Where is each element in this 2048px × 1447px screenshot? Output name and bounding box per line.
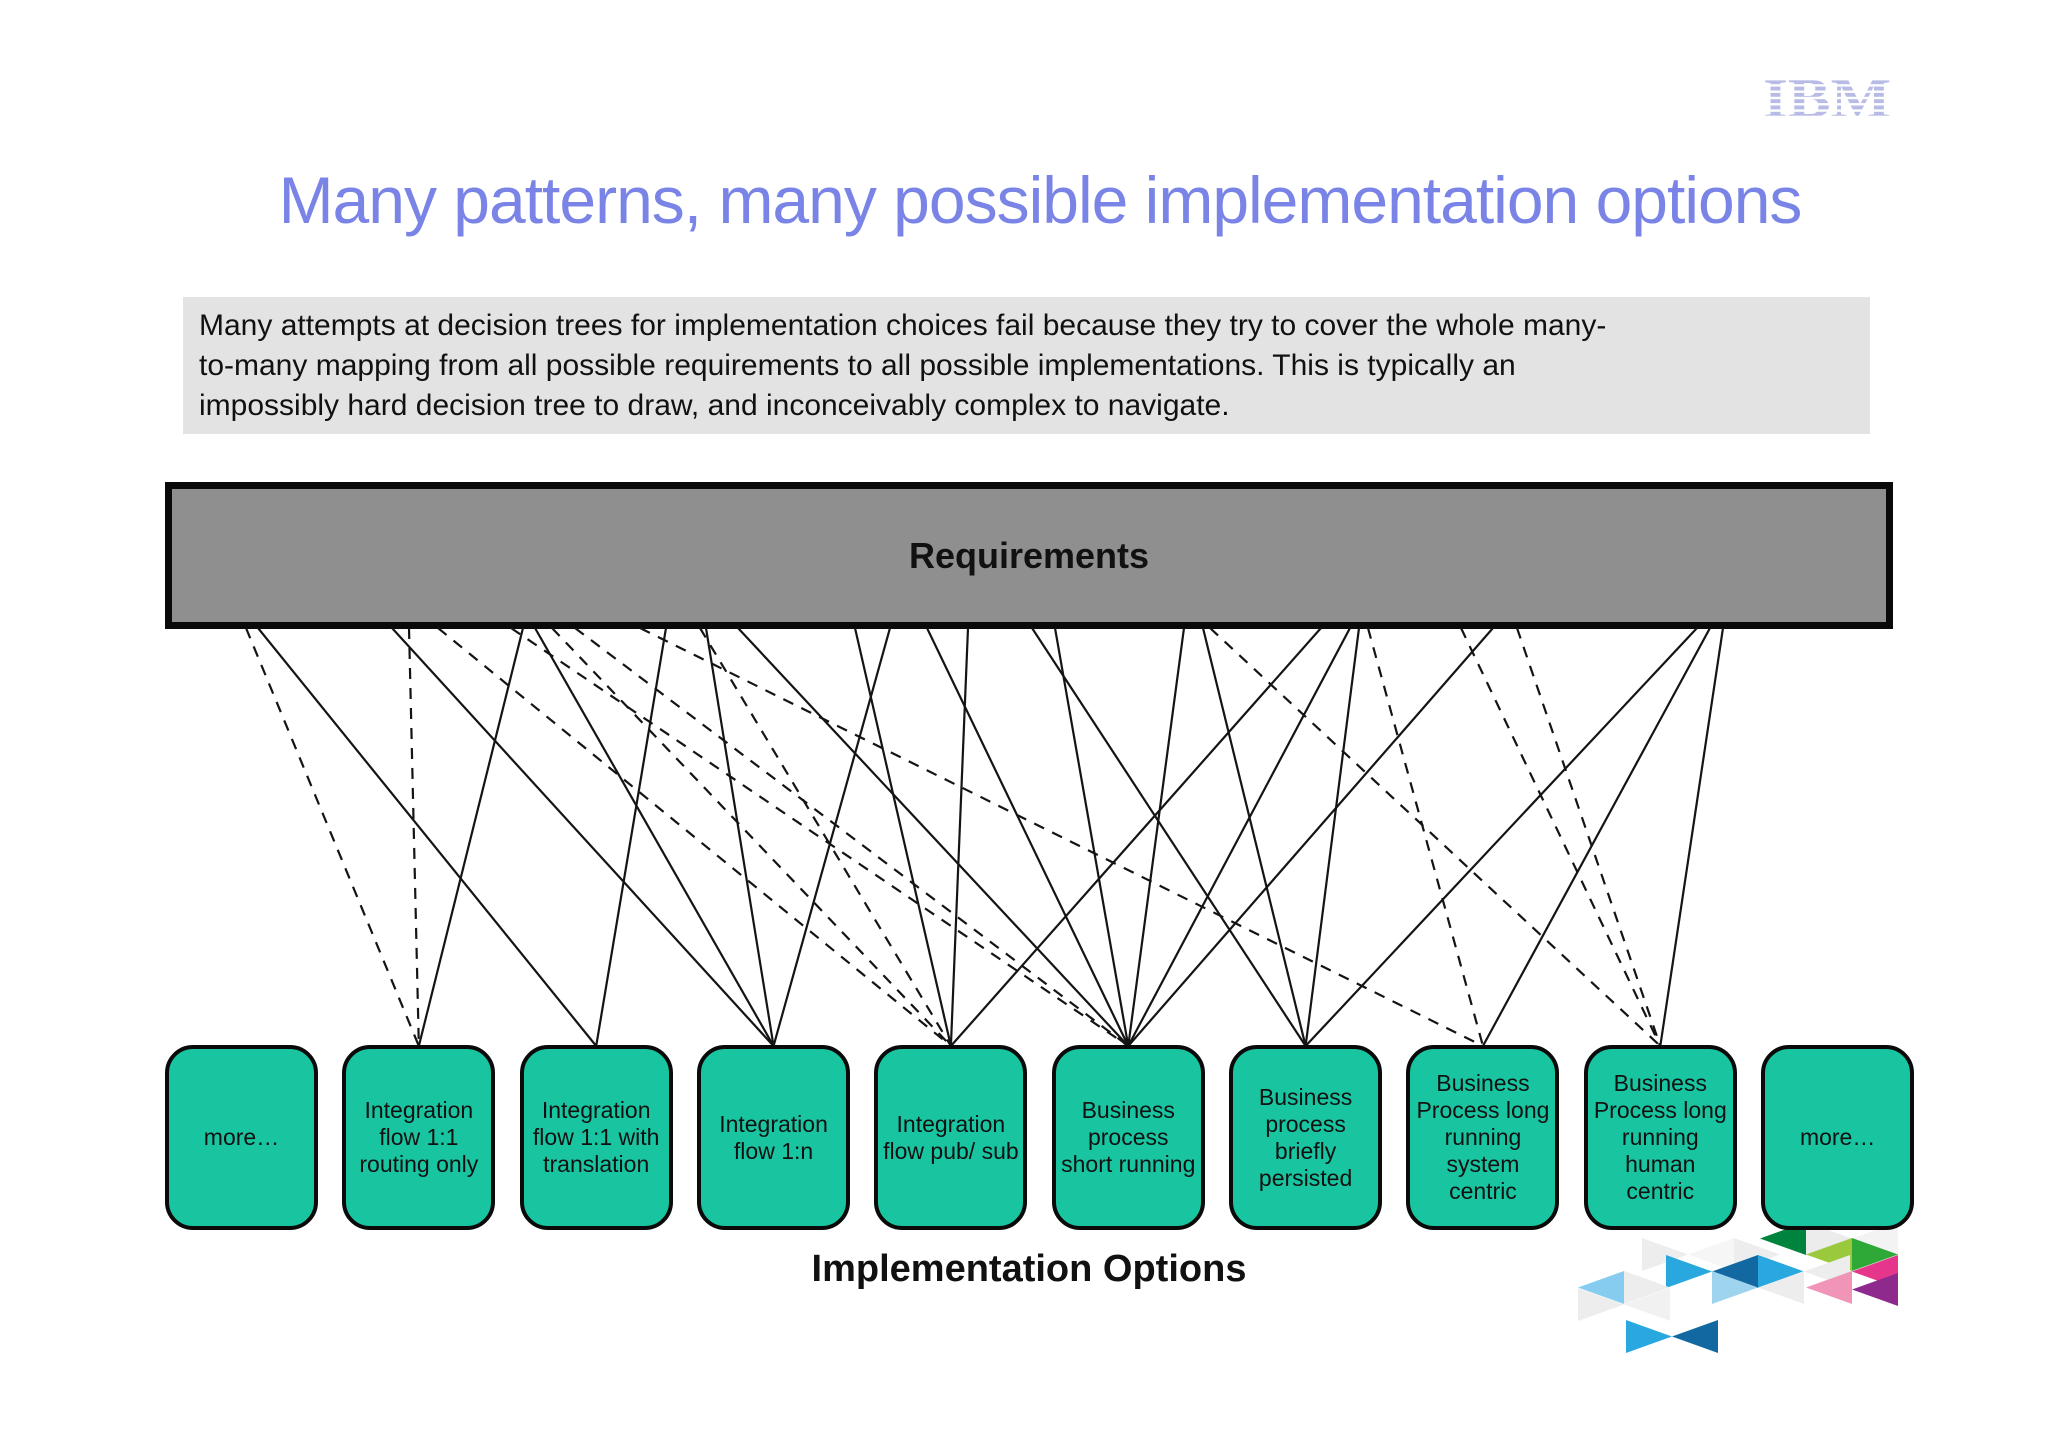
mapping-line-dashed xyxy=(574,627,1129,1047)
slide-title: Many patterns, many possible implementat… xyxy=(278,163,1803,237)
mapping-line-dashed xyxy=(437,627,952,1047)
requirements-box: Requirements xyxy=(165,482,1893,629)
mosaic-triangle xyxy=(1578,1288,1624,1321)
mapping-line-solid xyxy=(1127,627,1351,1047)
mapping-line-solid xyxy=(1304,627,1361,1047)
mapping-line-dashed xyxy=(639,627,1484,1047)
mapping-line-solid xyxy=(534,627,775,1047)
mosaic-triangle xyxy=(1758,1271,1804,1304)
mapping-line-solid xyxy=(772,627,892,1047)
mosaic-triangle xyxy=(1688,1238,1734,1271)
mapping-line-solid xyxy=(950,627,1322,1047)
mapping-line-dashed xyxy=(510,627,1129,1047)
note-line: Many attempts at decision trees for impl… xyxy=(199,309,1607,342)
mosaic-triangle xyxy=(1578,1271,1624,1304)
mapping-line-solid xyxy=(1659,627,1725,1047)
mapping-line-dashed xyxy=(1515,627,1662,1047)
triangle-mosaic-decoration xyxy=(1578,1222,1898,1353)
ibm-logo-svg: IBM xyxy=(1763,68,1891,130)
mapping-line-solid xyxy=(1127,627,1494,1047)
mosaic-triangle xyxy=(1626,1320,1672,1353)
mosaic-triangle xyxy=(1758,1255,1804,1288)
mapping-line-solid xyxy=(949,627,970,1047)
mapping-line-solid xyxy=(853,627,952,1047)
mosaic-triangle xyxy=(1712,1271,1758,1304)
mosaic-triangle xyxy=(1624,1288,1670,1321)
note-box: Many attempts at decision trees for impl… xyxy=(183,297,1870,434)
requirements-label: Requirements xyxy=(908,534,1150,576)
mosaic-triangle xyxy=(1760,1222,1806,1255)
mapping-line-dashed xyxy=(407,627,420,1047)
mapping-line-solid xyxy=(1481,627,1711,1047)
mapping-line-dashed xyxy=(244,627,420,1047)
mapping-line-solid xyxy=(257,627,598,1047)
mapping-line-dashed xyxy=(1209,627,1662,1047)
mapping-line-solid xyxy=(595,627,668,1047)
mosaic-triangle xyxy=(1642,1238,1688,1271)
mapping-line-solid xyxy=(391,627,775,1047)
mosaic-triangle xyxy=(1666,1255,1712,1288)
mosaic-triangle xyxy=(1806,1222,1852,1255)
svg-text:IBM: IBM xyxy=(1763,73,1891,123)
mapping-line-solid xyxy=(737,627,1130,1047)
mapping-line-solid xyxy=(1031,627,1307,1047)
mosaic-triangle xyxy=(1852,1222,1898,1255)
mapping-line-dashed xyxy=(551,627,952,1047)
mapping-line-dashed xyxy=(699,627,952,1047)
mapping-line-solid xyxy=(926,627,1130,1047)
mapping-line-dashed xyxy=(1460,627,1662,1047)
mapping-line-solid xyxy=(704,627,775,1047)
mapping-line-solid xyxy=(1304,627,1698,1047)
mosaic-triangle xyxy=(1806,1271,1852,1304)
mapping-line-solid xyxy=(1053,627,1130,1047)
mapping-line-solid xyxy=(417,627,525,1047)
mapping-line-solid xyxy=(1127,627,1186,1047)
ibm-logo: IBM xyxy=(1763,68,1893,130)
mosaic-triangle xyxy=(1852,1238,1898,1271)
note-line: to-many mapping from all possible requir… xyxy=(199,349,1516,382)
mosaic-triangle xyxy=(1672,1320,1718,1353)
note-line: impossibly hard decision tree to draw, a… xyxy=(199,389,1230,422)
mosaic-triangle xyxy=(1624,1271,1670,1304)
implementation-options-label: Implementation Options xyxy=(811,1248,1247,1290)
mapping-line-dashed xyxy=(1366,627,1485,1047)
mosaic-triangle xyxy=(1712,1255,1758,1288)
mosaic-triangle xyxy=(1852,1273,1898,1306)
mapping-line-solid xyxy=(1201,627,1307,1047)
